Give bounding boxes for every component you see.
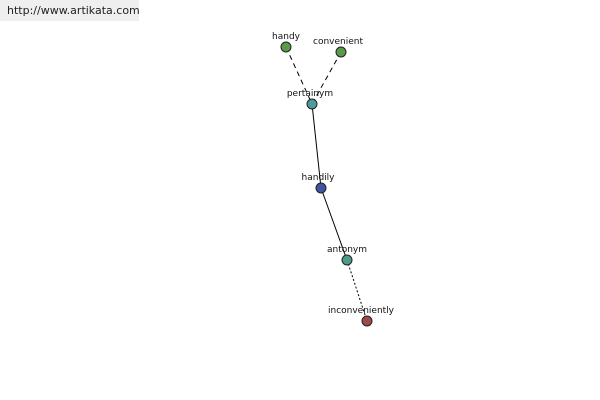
source-url-text[interactable]: http://www.artikata.com	[7, 4, 140, 17]
node-pertainym[interactable]: pertainym	[287, 89, 333, 110]
node-label-antonym: antonym	[327, 245, 367, 255]
node-circle-antonym[interactable]	[341, 254, 353, 266]
node-antonym[interactable]: antonym	[327, 245, 367, 266]
node-label-handy: handy	[272, 32, 301, 42]
node-label-handily: handily	[302, 173, 336, 183]
nodes-layer: handy convenient pertainym handily antonym in…	[272, 32, 395, 327]
node-circle-inconveniently[interactable]	[361, 315, 373, 327]
node-inconveniently[interactable]: inconveniently	[328, 306, 395, 327]
node-circle-handily[interactable]	[315, 182, 327, 194]
edges-layer	[285, 46, 368, 322]
node-handy[interactable]: handy	[272, 32, 301, 53]
edge-pertainym-handily	[311, 103, 322, 189]
node-circle-pertainym[interactable]	[306, 98, 318, 110]
edge-handily-antonym	[320, 187, 348, 261]
edge-convenient-pertainym	[311, 51, 342, 105]
edge-antonym-inconveniently	[346, 259, 368, 322]
node-label-inconveniently: inconveniently	[328, 306, 395, 316]
node-circle-convenient[interactable]	[335, 46, 347, 58]
source-url-banner[interactable]: http://www.artikata.com	[0, 0, 140, 21]
node-convenient[interactable]: convenient	[313, 37, 363, 58]
edge-handy-pertainym	[285, 46, 313, 105]
node-handily[interactable]: handily	[302, 173, 336, 194]
node-label-convenient: convenient	[313, 37, 363, 47]
node-label-pertainym: pertainym	[287, 89, 333, 99]
node-circle-handy[interactable]	[280, 41, 292, 53]
